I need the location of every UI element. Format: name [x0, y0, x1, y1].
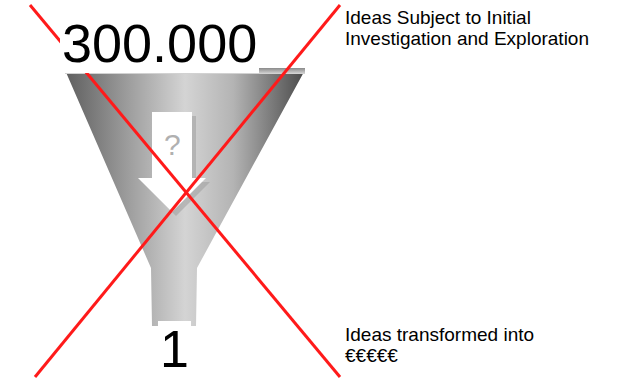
down-arrow — [138, 112, 210, 216]
stage-note: Ideas Subject to Initial Investigation a… — [345, 8, 617, 50]
count-top: 300.000 — [60, 14, 259, 73]
count-bottom: 1 — [158, 321, 191, 378]
stage-note: Ideas transformed into €€€€€ — [345, 325, 535, 367]
funnel-body — [65, 70, 305, 326]
question-mark: ? — [164, 128, 181, 161]
